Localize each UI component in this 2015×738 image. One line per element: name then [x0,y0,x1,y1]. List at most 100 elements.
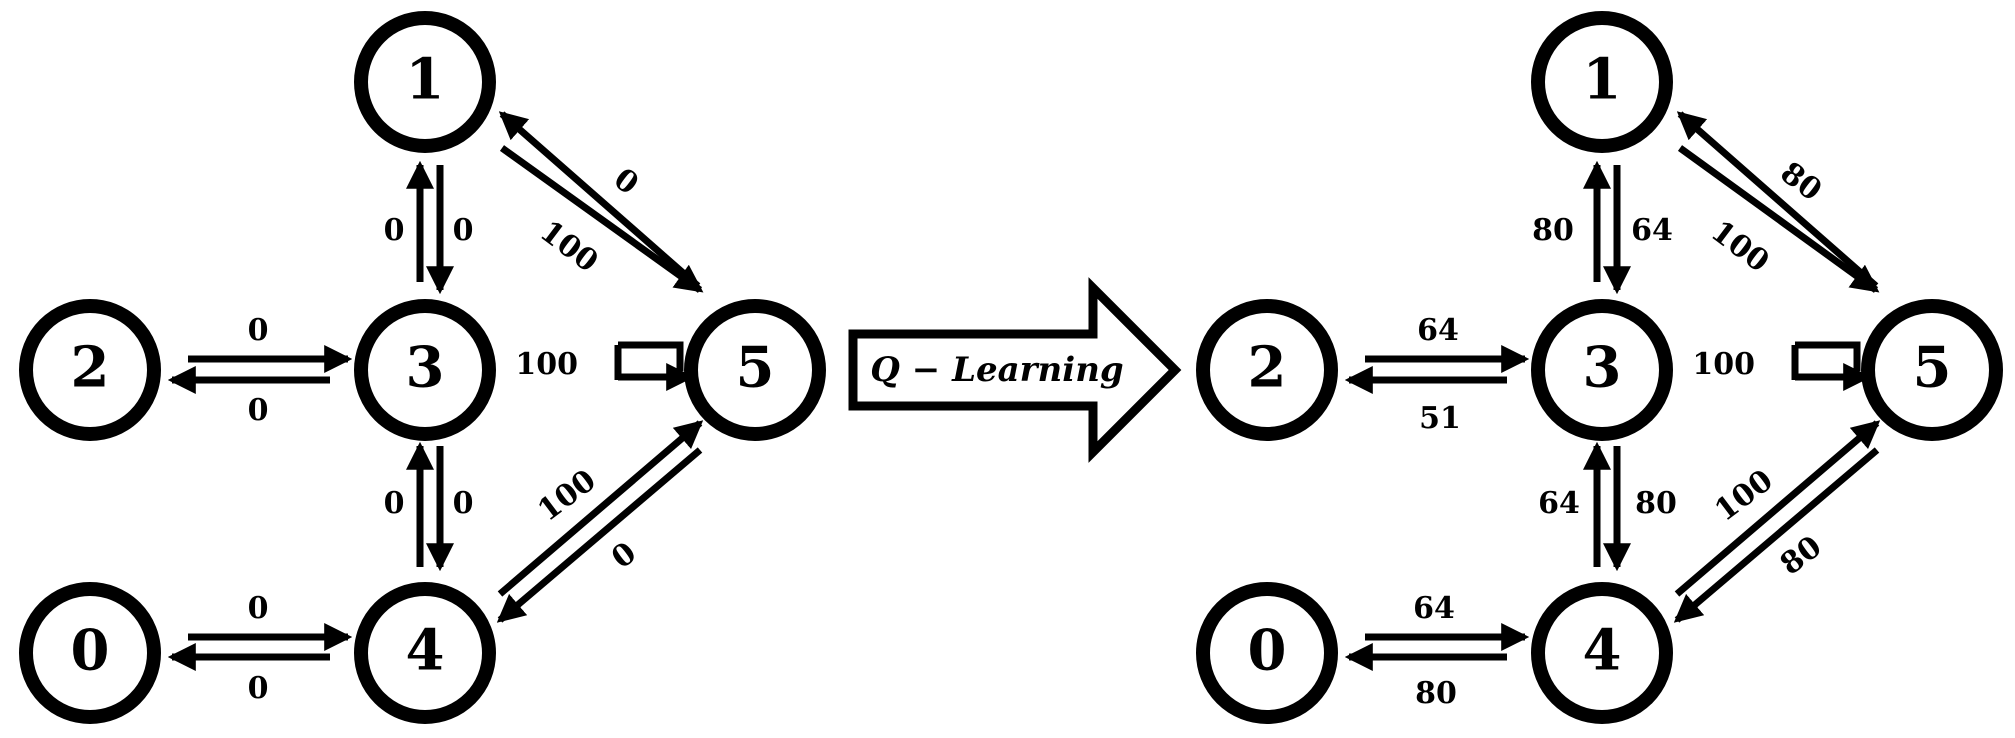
state-node-circle [1531,582,1673,724]
state-node-circle [354,11,496,153]
state-node-5: 5 [1861,299,2003,441]
edge-4-to-3: 64 [1538,441,1611,567]
edge-value-label: 64 [1417,313,1459,348]
edge-value-label: 100 [1692,347,1755,382]
state-node-circle [354,299,496,441]
state-node-circle [684,299,826,441]
self-loop-arc [618,341,684,371]
edge-value-label: 64 [1413,591,1455,626]
edge-arrow [496,447,703,623]
state-node-0: 0 [1196,582,1338,724]
edge-5-to-4: 80 [1673,447,1880,623]
edge-value-label: 0 [384,486,405,521]
state-node-label: 2 [71,335,110,401]
edge-arrow [1674,420,1881,597]
state-node-3: 3 [354,299,496,441]
edge-arrow [499,145,704,293]
edge-arrow [497,420,704,597]
edge-value-label: 80 [1774,529,1828,582]
edge-value-label: 100 [515,347,578,382]
state-node-label: 3 [406,335,445,401]
state-node-label: 4 [406,618,445,684]
edge-arrow [1676,111,1879,289]
edge-1-to-3: 0 [426,165,474,295]
edge-value-label: 0 [248,591,269,626]
edge-4-to-0: 0 [167,643,330,706]
edge-3-to-2: 0 [167,366,330,428]
state-node-label: 5 [1913,335,1952,401]
edge-3-to-1: 0 [384,160,434,282]
state-node-circle [1196,299,1338,441]
edge-2-to-3: 64 [1365,313,1530,373]
edge-arrow [1677,145,1880,293]
self-loop-arc [1795,341,1861,371]
state-node-circle [1861,299,2003,441]
edge-1-to-5: 100 [499,145,704,293]
edge-1-to-3: 64 [1603,165,1673,295]
state-node-label: 0 [71,618,110,684]
state-node-4: 4 [354,582,496,724]
edge-5-to-1: 0 [498,111,701,289]
q-learning-label: Q − Learning [870,350,1123,390]
edge-0-to-4: 0 [188,591,353,651]
state-node-label: 1 [406,47,445,113]
state-node-1: 1 [1531,11,1673,153]
state-node-circle [1531,11,1673,153]
edge-value-label: 0 [607,162,645,203]
edge-value-label: 64 [1631,213,1673,248]
edge-1-to-5: 100 [1677,145,1880,293]
state-node-circle [354,582,496,724]
edge-value-label: 0 [605,536,643,577]
edge-value-label: 80 [1415,676,1457,711]
edge-5-to-5: 100 [515,341,695,391]
edge-4-to-5: 100 [497,420,704,597]
edge-value-label: 64 [1538,486,1580,521]
edge-3-to-4: 80 [1603,446,1677,572]
edge-value-label: 0 [248,313,269,348]
edge-3-to-2: 51 [1344,366,1507,436]
state-node-2: 2 [19,299,161,441]
edge-value-label: 51 [1419,401,1461,436]
edge-arrow [498,111,701,289]
edge-value-label: 0 [453,486,474,521]
state-node-4: 4 [1531,582,1673,724]
state-node-label: 5 [736,335,775,401]
edge-3-to-1: 80 [1532,160,1611,282]
state-node-label: 2 [1248,335,1287,401]
edge-arrow [1673,447,1880,623]
state-node-circle [1196,582,1338,724]
state-node-circle [19,582,161,724]
edge-value-label: 80 [1532,213,1574,248]
state-node-circle [19,299,161,441]
state-node-3: 3 [1531,299,1673,441]
state-node-label: 1 [1583,47,1622,113]
edge-4-to-3: 0 [384,441,434,567]
edge-value-label: 0 [384,213,405,248]
edge-3-to-4: 0 [426,446,474,572]
edge-4-to-5: 100 [1674,420,1881,597]
state-node-label: 4 [1583,618,1622,684]
state-node-circle [1531,299,1673,441]
edge-2-to-3: 0 [188,313,353,373]
edge-value-label: 100 [1704,214,1775,280]
state-node-label: 3 [1583,335,1622,401]
state-node-label: 0 [1248,618,1287,684]
q-learning-arrow: Q − Learning [848,277,1182,463]
edge-value-label: 0 [248,393,269,428]
edge-value-label: 0 [453,213,474,248]
state-node-5: 5 [684,299,826,441]
edge-5-to-5: 100 [1692,341,1872,391]
state-node-1: 1 [354,11,496,153]
q-learning-arrow-shape [848,277,1182,463]
edge-value-label: 0 [248,671,269,706]
edge-4-to-0: 80 [1344,643,1507,711]
edge-value-label: 100 [533,214,604,280]
edge-5-to-1: 80 [1676,111,1879,289]
state-node-2: 2 [1196,299,1338,441]
state-node-0: 0 [19,582,161,724]
edge-value-label: 80 [1635,486,1677,521]
edge-5-to-4: 0 [496,447,703,623]
